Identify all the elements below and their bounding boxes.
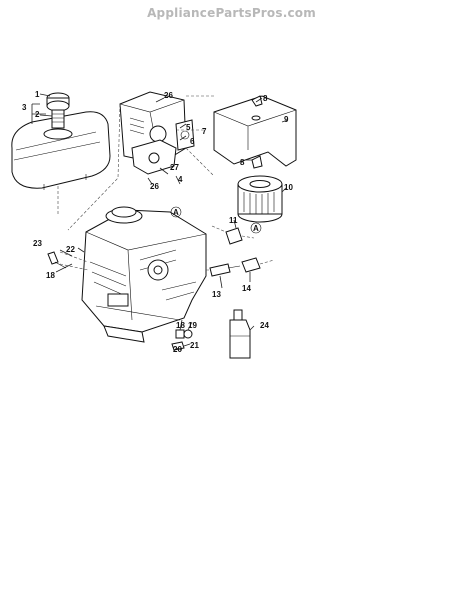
callout-21: 21 bbox=[190, 341, 199, 350]
callout-8-top: 8 bbox=[263, 94, 268, 103]
callout-23: 23 bbox=[33, 239, 42, 248]
callout-3: 3 bbox=[22, 103, 27, 112]
callout-4: 4 bbox=[178, 175, 183, 184]
drain-washer[interactable] bbox=[183, 329, 193, 339]
drain-plug[interactable] bbox=[175, 329, 185, 339]
callout-18-bottom: 18 bbox=[176, 321, 185, 330]
callout-27: 27 bbox=[170, 163, 179, 172]
callout-2: 2 bbox=[35, 110, 40, 119]
carburetor[interactable] bbox=[131, 139, 177, 175]
bolt[interactable] bbox=[171, 341, 185, 351]
ref-marker-text: A bbox=[253, 224, 259, 233]
wing-nut-bottom[interactable] bbox=[251, 155, 263, 169]
callout-18-left: 18 bbox=[46, 271, 55, 280]
callout-13: 13 bbox=[212, 290, 221, 299]
callout-24: 24 bbox=[260, 321, 269, 330]
callout-9: 9 bbox=[284, 115, 289, 124]
oil-bottle[interactable] bbox=[229, 309, 251, 359]
callout-1: 1 bbox=[35, 90, 40, 99]
fuel-cap[interactable] bbox=[46, 92, 70, 112]
callout-26-bottom: 26 bbox=[150, 182, 159, 191]
air-filter-element[interactable] bbox=[237, 175, 283, 223]
callout-5: 5 bbox=[186, 123, 191, 132]
callout-19: 19 bbox=[188, 321, 197, 330]
fuel-strainer[interactable] bbox=[51, 109, 65, 129]
air-cleaner-cover[interactable] bbox=[213, 95, 297, 167]
callout-8-bottom: 8 bbox=[240, 158, 245, 167]
callout-14: 14 bbox=[242, 284, 251, 293]
callout-6: 6 bbox=[190, 137, 195, 146]
callout-10: 10 bbox=[284, 183, 293, 192]
ref-marker-a-upper: A bbox=[170, 206, 182, 218]
relay-plug[interactable] bbox=[225, 227, 243, 245]
fuel-tank[interactable] bbox=[11, 111, 111, 190]
spark-plug[interactable] bbox=[209, 263, 241, 277]
engine-block[interactable] bbox=[81, 206, 207, 333]
callout-11: 11 bbox=[229, 216, 238, 225]
callout-22: 22 bbox=[66, 245, 75, 254]
callout-7: 7 bbox=[202, 127, 207, 136]
watermark: AppliancePartsPros.com bbox=[147, 6, 316, 20]
oil-dipstick[interactable] bbox=[47, 251, 67, 269]
callout-26-top: 26 bbox=[164, 91, 173, 100]
ref-marker-text: A bbox=[173, 208, 179, 217]
engine-base[interactable] bbox=[103, 325, 145, 343]
spark-plug-boot[interactable] bbox=[241, 257, 261, 273]
ref-marker-a-lower: A bbox=[250, 222, 262, 234]
callout-20: 20 bbox=[173, 345, 182, 354]
